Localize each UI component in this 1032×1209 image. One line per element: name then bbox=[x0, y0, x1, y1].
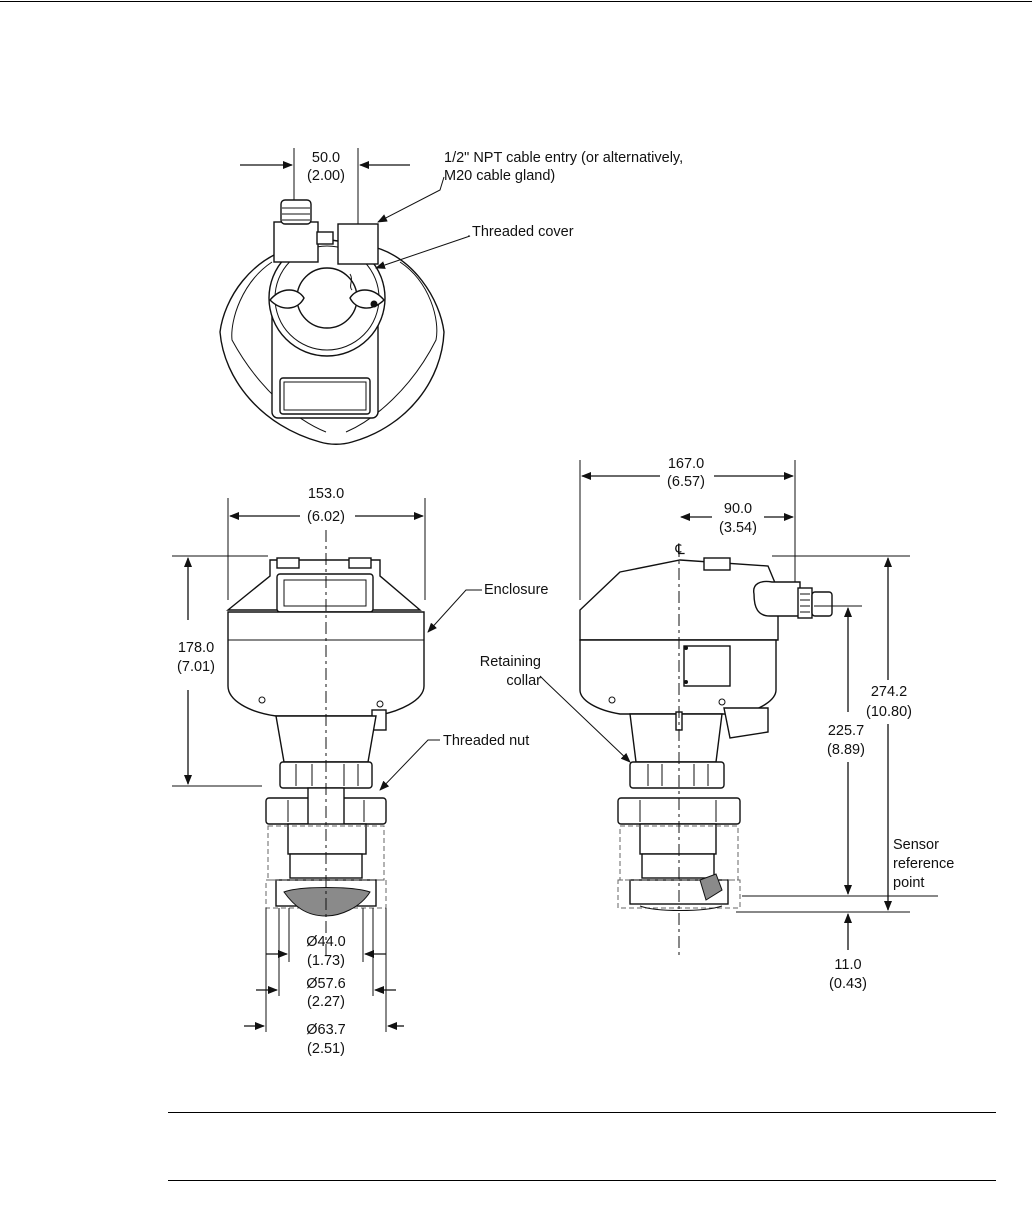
total-height-dim: 274.2 bbox=[871, 684, 907, 700]
top-view bbox=[220, 148, 470, 444]
side-width-dim: 167.0 bbox=[668, 456, 704, 472]
threaded-nut-label: Threaded nut bbox=[443, 733, 529, 749]
side-offset-dim-in: (3.54) bbox=[719, 520, 757, 536]
top-width-dim-in: (2.00) bbox=[307, 168, 345, 184]
dia-57-label-in: (2.27) bbox=[307, 994, 345, 1010]
front-height-dim: 178.0 bbox=[178, 640, 214, 656]
retaining-collar-label-2: collar bbox=[506, 673, 541, 689]
sensor-ref-label-2: reference bbox=[893, 856, 954, 872]
bottom-dim: 11.0 bbox=[834, 957, 861, 973]
front-height-dim-in: (7.01) bbox=[177, 659, 215, 675]
ref-height-dim: 225.7 bbox=[828, 723, 864, 739]
threaded-cover-label: Threaded cover bbox=[472, 224, 574, 240]
top-width-dim: 50.0 bbox=[312, 150, 340, 166]
dia-63-label: Ø63.7 bbox=[306, 1022, 346, 1038]
centerline-symbol: ℄ bbox=[674, 542, 685, 558]
ref-height-dim-in: (8.89) bbox=[827, 742, 865, 758]
retaining-collar-label-1: Retaining bbox=[480, 654, 541, 670]
cable-entry-label-1: 1/2" NPT cable entry (or alternatively, bbox=[444, 150, 683, 166]
side-width-dim-in: (6.57) bbox=[667, 474, 705, 490]
total-height-dim-in: (10.80) bbox=[866, 704, 912, 720]
front-view bbox=[172, 498, 482, 1032]
front-width-dim: 153.0 bbox=[308, 486, 344, 502]
side-offset-dim: 90.0 bbox=[724, 501, 752, 517]
sensor-ref-label-3: point bbox=[893, 875, 924, 891]
cable-entry-label-2: M20 cable gland) bbox=[444, 168, 555, 184]
enclosure-label: Enclosure bbox=[484, 582, 548, 598]
dia-57-label: Ø57.6 bbox=[306, 976, 346, 992]
dia-44-label: Ø44.0 bbox=[306, 934, 346, 950]
sensor-ref-label-1: Sensor bbox=[893, 837, 939, 853]
dia-44-label-in: (1.73) bbox=[307, 953, 345, 969]
dia-63-label-in: (2.51) bbox=[307, 1041, 345, 1057]
bottom-dim-in: (0.43) bbox=[829, 976, 867, 992]
front-width-dim-in: (6.02) bbox=[307, 509, 345, 525]
